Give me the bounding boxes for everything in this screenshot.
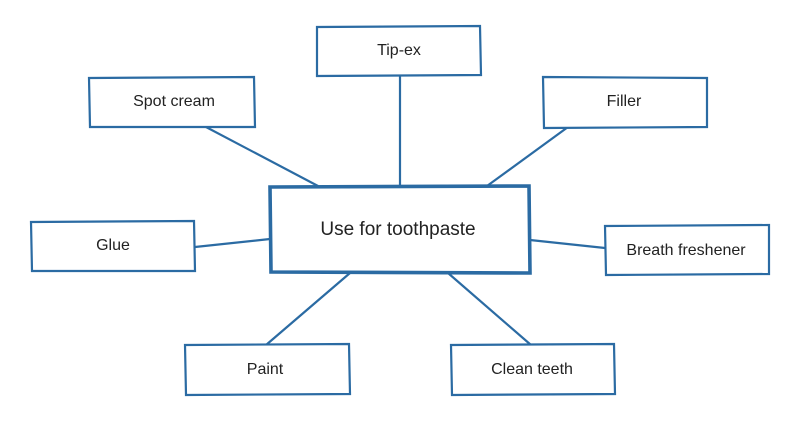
connector-paint: [264, 271, 352, 347]
node-breath-freshener: Breath freshener: [603, 223, 771, 277]
node-paint-label: Paint: [247, 361, 284, 378]
node-tip-ex-label: Tip-ex: [377, 42, 421, 59]
node-spot-cream: Spot cream: [87, 75, 257, 129]
connector-breath-freshener: [528, 238, 607, 250]
node-glue: Glue: [29, 219, 197, 273]
node-glue-label: Glue: [96, 237, 130, 254]
node-filler-box: [541, 75, 709, 130]
node-paint: Paint: [183, 342, 352, 397]
node-breath-freshener-box: [603, 223, 771, 277]
node-spot-cream-box: [87, 75, 257, 129]
node-filler: Filler: [541, 75, 709, 130]
node-clean-teeth-label: Clean teeth: [491, 361, 573, 378]
center-node-label: Use for toothpaste: [320, 219, 475, 240]
connectors: [193, 74, 607, 347]
node-paint-box: [183, 342, 352, 397]
connector-glue: [193, 237, 272, 249]
node-filler-label: Filler: [607, 93, 642, 110]
connector-filler: [485, 125, 570, 188]
connector-spot-cream: [204, 125, 320, 188]
node-clean-teeth: Clean teeth: [449, 342, 617, 397]
node-breath-freshener-label: Breath freshener: [626, 242, 746, 259]
node-clean-teeth-box: [449, 342, 617, 397]
center-node: Use for toothpaste: [268, 184, 532, 275]
node-spot-cream-label: Spot cream: [133, 93, 215, 110]
connector-clean-teeth: [446, 271, 533, 347]
node-tip-ex: Tip-ex: [315, 24, 483, 78]
center-node-box: [268, 184, 532, 275]
node-glue-box: [29, 219, 197, 273]
node-tip-ex-box: [315, 24, 483, 78]
